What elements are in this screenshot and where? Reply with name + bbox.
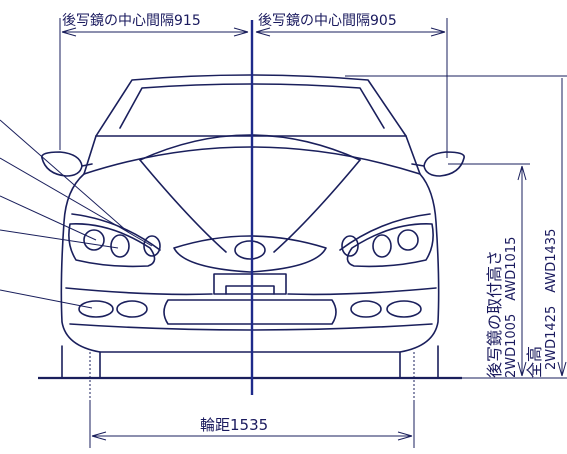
mirror-height-values: 2WD1005 AWD1015 — [504, 237, 519, 378]
left-tire — [61, 345, 101, 379]
track-width-label: 輪距1535 — [200, 416, 268, 434]
mirror-spacing-right-label: 後写鏡の中心間隔905 — [258, 13, 397, 29]
arrowhead — [397, 431, 413, 441]
left-fog-lamp-2 — [116, 300, 148, 318]
car-front-view — [41, 74, 465, 400]
arrowhead — [517, 361, 527, 377]
overall-height-values: 2WD1425 AWD1435 — [544, 229, 559, 370]
left-fog-lamp — [78, 300, 114, 318]
emblem — [234, 240, 266, 260]
mirror-spacing-dimension: 後写鏡の中心間隔915 後写鏡の中心間隔905 — [59, 13, 448, 158]
bumper-upper-line — [65, 287, 437, 296]
right-headlight-housing — [346, 223, 434, 268]
left-mirror-arm — [81, 163, 93, 167]
wheel-center-guides — [89, 352, 415, 400]
height-dimensions: 後写鏡の取付高さ 2WD1005 AWD1015 全高 2WD1425 AWD1… — [345, 75, 567, 379]
arrowhead — [430, 27, 446, 37]
hood-sides — [139, 159, 361, 253]
leader-line — [0, 157, 153, 247]
left-headlight-lamp-2 — [110, 234, 130, 258]
hood-crease — [139, 134, 361, 161]
arrowhead — [91, 431, 107, 441]
leader-line — [0, 229, 119, 249]
body-outline — [60, 173, 440, 353]
left-mirror — [41, 151, 83, 177]
leader-line — [0, 119, 129, 233]
license-plate — [213, 273, 287, 295]
arrowhead — [557, 361, 567, 377]
mirror-height-title: 後写鏡の取付高さ — [485, 250, 504, 378]
grille — [173, 235, 327, 273]
arrowhead — [233, 27, 249, 37]
arrowhead — [61, 27, 77, 37]
arrowhead — [517, 165, 527, 181]
right-turn-lamp — [341, 235, 359, 257]
right-headlight-lamp — [397, 229, 419, 251]
right-headlight-lamp-2 — [372, 234, 392, 258]
windshield — [95, 74, 407, 137]
leader-line — [0, 289, 93, 309]
right-tire — [399, 345, 439, 379]
left-headlight-lamp — [83, 229, 105, 251]
arrowhead — [255, 27, 271, 37]
right-fog-lamp-2 — [350, 300, 382, 318]
leader-line — [0, 195, 97, 241]
bumper-lower-line — [69, 323, 433, 331]
track-dimension: 輪距1535 — [89, 400, 415, 448]
overall-height-title: 全高 — [525, 346, 544, 378]
right-fog-lamp — [386, 300, 422, 318]
plate-detail — [225, 285, 275, 295]
mirror-spacing-left-label: 後写鏡の中心間隔915 — [62, 13, 201, 29]
a-pillars — [83, 135, 421, 175]
left-turn-lamp — [143, 235, 161, 257]
windshield-inner — [119, 83, 385, 129]
lower-intake — [163, 299, 337, 325]
leader-lines — [0, 119, 153, 309]
left-headlight-housing — [68, 223, 156, 268]
right-mirror-arm — [411, 163, 425, 167]
